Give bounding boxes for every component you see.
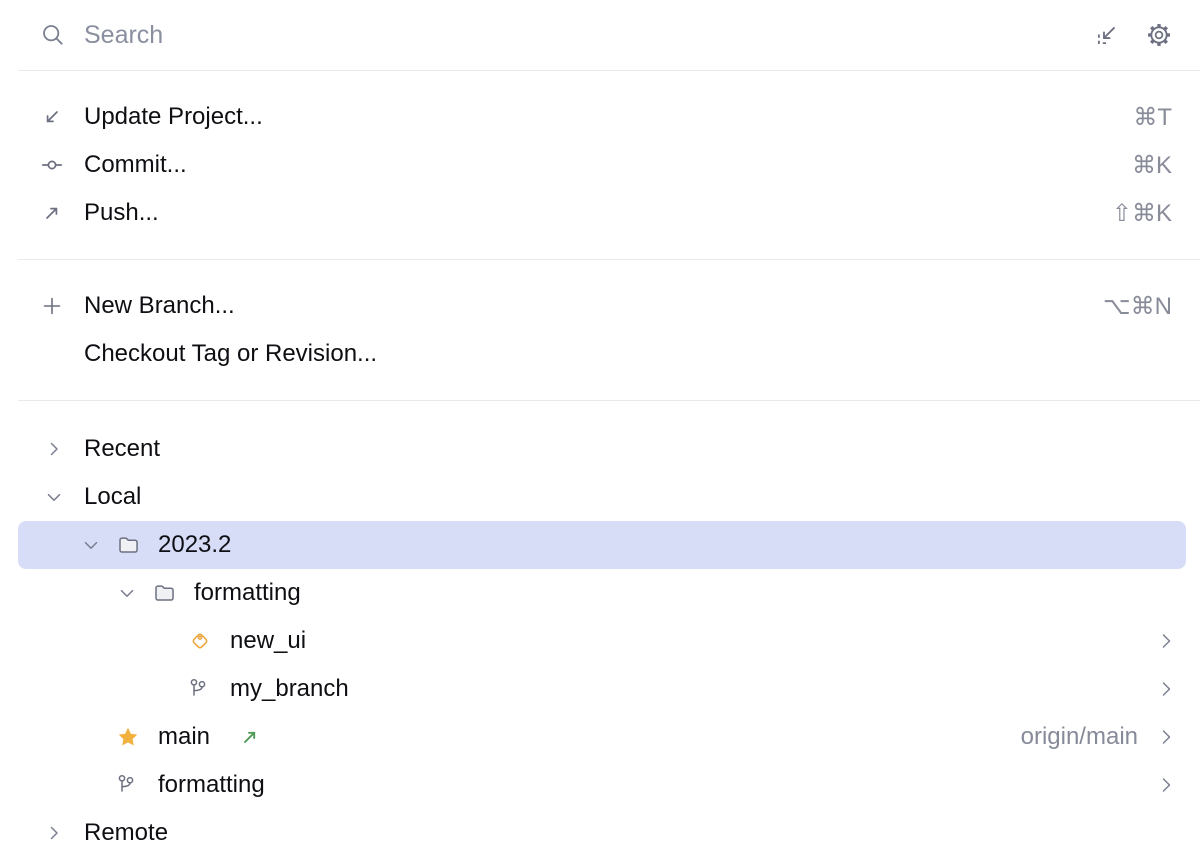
plus-icon (43, 297, 61, 315)
divider (18, 70, 1200, 71)
tree-node-folder-2023-2[interactable]: 2023.2 (18, 521, 1186, 569)
branch-icon (118, 774, 134, 792)
commit-icon (41, 160, 63, 170)
shortcut-hint: ⌘K (1131, 151, 1172, 179)
gear-icon[interactable] (1146, 22, 1172, 48)
menu-item-label: New Branch... (84, 292, 235, 319)
tag-icon (192, 633, 208, 649)
tree-node-label: main (158, 723, 211, 750)
submenu-chevron-icon[interactable] (1154, 725, 1178, 749)
tree-group-label: Recent (84, 435, 161, 462)
tree-node-label: formatting (158, 771, 265, 798)
search-bar (0, 0, 1200, 70)
arrow-up-right-icon (46, 207, 58, 219)
menu-item-new-branch[interactable]: New Branch... ⌥⌘N (0, 282, 1200, 330)
outgoing-commits-icon (244, 731, 256, 743)
shortcut-hint: ⌘T (1133, 103, 1172, 131)
menu-item-label: Push... (84, 199, 159, 226)
vcs-actions-section: Update Project... ⌘T Commit... ⌘K Push..… (0, 71, 1200, 259)
tree-node-label: 2023.2 (158, 531, 232, 558)
tree-node-label: new_ui (230, 627, 307, 654)
search-input[interactable] (84, 20, 1068, 50)
tree-node-label: my_branch (230, 675, 349, 702)
tree-node-label: formatting (194, 579, 301, 606)
branch-icon (190, 678, 206, 696)
tree-node-branch-my-branch[interactable]: my_branch (18, 665, 1186, 713)
menu-item-label: Checkout Tag or Revision... (84, 340, 378, 367)
tracking-branch-label: origin/main (1020, 723, 1138, 750)
chevron-down-icon[interactable] (79, 533, 103, 557)
folder-icon (119, 537, 138, 553)
shortcut-hint: ⌥⌘N (1103, 292, 1172, 320)
tree-group-label: Local (84, 483, 142, 510)
submenu-chevron-icon[interactable] (1154, 677, 1178, 701)
chevron-down-icon[interactable] (42, 485, 66, 509)
chevron-right-icon[interactable] (42, 437, 66, 461)
tree-group-recent[interactable]: Recent (18, 425, 1186, 473)
arrow-down-left-icon (46, 111, 58, 123)
menu-item-commit[interactable]: Commit... ⌘K (0, 141, 1200, 189)
tree-node-tag-new-ui[interactable]: new_ui (18, 617, 1186, 665)
branch-actions-section: New Branch... ⌥⌘N Checkout Tag or Revisi… (0, 260, 1200, 400)
folder-icon (155, 585, 174, 601)
search-icon (43, 25, 63, 45)
tree-group-label: Remote (84, 819, 169, 846)
collapse-icon[interactable] (1094, 22, 1120, 48)
divider (18, 400, 1200, 401)
branches-tree: Recent Local 2023.2 (0, 401, 1200, 857)
submenu-chevron-icon[interactable] (1154, 629, 1178, 653)
submenu-chevron-icon[interactable] (1154, 773, 1178, 797)
chevron-down-icon[interactable] (115, 581, 139, 605)
tree-node-folder-formatting[interactable]: formatting (18, 569, 1186, 617)
tree-group-remote[interactable]: Remote (18, 809, 1186, 857)
chevron-right-icon[interactable] (42, 821, 66, 845)
tree-node-branch-formatting[interactable]: formatting (18, 761, 1186, 809)
menu-item-label: Update Project... (84, 103, 263, 130)
tree-group-local[interactable]: Local (18, 473, 1186, 521)
divider (18, 259, 1200, 260)
menu-item-label: Commit... (84, 151, 187, 178)
star-icon (118, 727, 138, 746)
tree-node-branch-main[interactable]: main origin/main (18, 713, 1186, 761)
menu-item-checkout-tag[interactable]: Checkout Tag or Revision... (0, 330, 1200, 378)
menu-item-update-project[interactable]: Update Project... ⌘T (0, 93, 1200, 141)
menu-item-push[interactable]: Push... ⇧⌘K (0, 189, 1200, 237)
shortcut-hint: ⇧⌘K (1111, 199, 1172, 227)
